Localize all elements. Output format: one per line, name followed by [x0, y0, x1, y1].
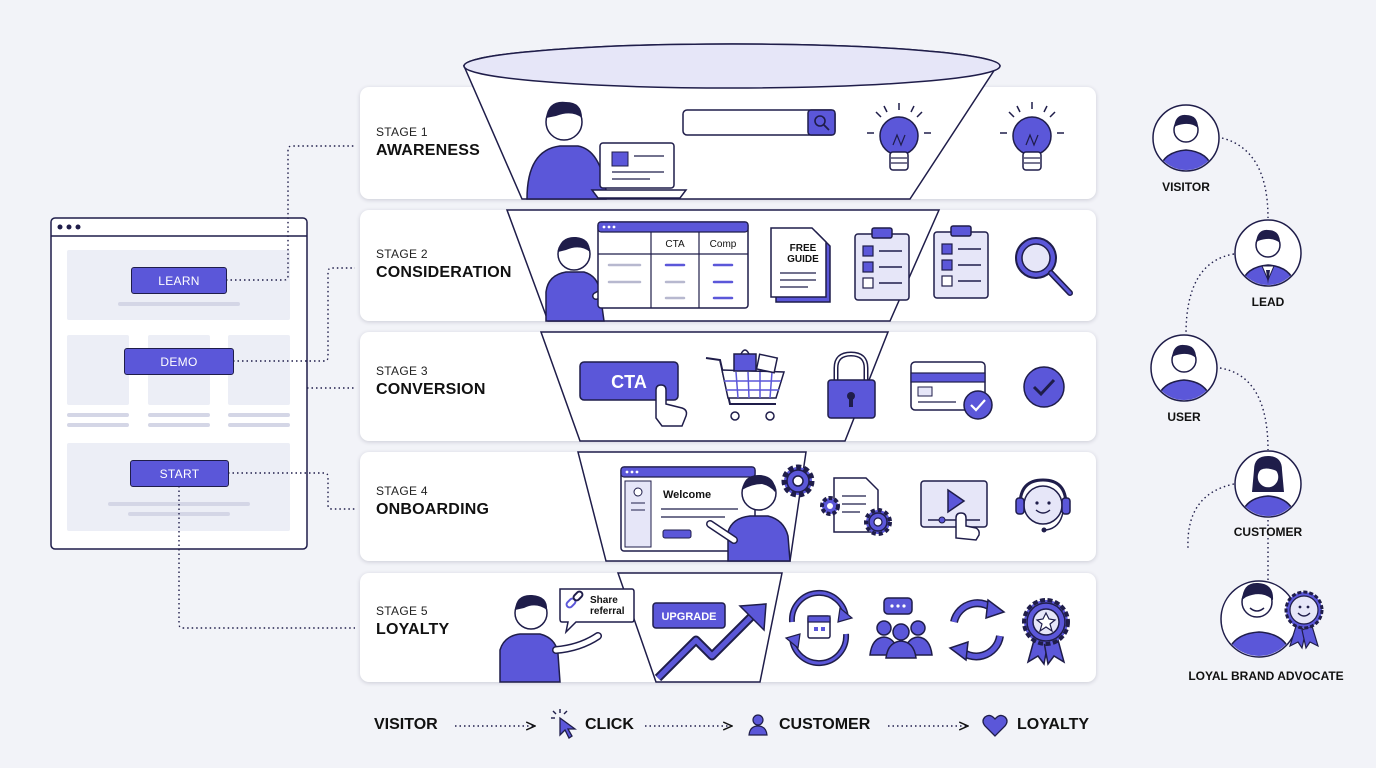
welcome-text: Welcome	[663, 489, 711, 501]
journey-step-click: CLICK	[585, 716, 634, 733]
cycle-calendar-icon	[784, 590, 854, 666]
lightbulb-icon	[1000, 102, 1064, 171]
person-laptop-illustration	[526, 101, 688, 200]
share-label-line1: Share	[590, 595, 618, 606]
avatar-visitor	[1152, 104, 1220, 172]
document-icon	[770, 227, 831, 303]
connector-lines	[178, 145, 355, 629]
comparison-table	[597, 221, 749, 309]
video-play-icon	[920, 480, 988, 541]
cta-button-illustration[interactable]	[579, 361, 679, 401]
journey-step-visitor: VISITOR	[374, 716, 438, 733]
journey-step-loyalty: LOYALTY	[1017, 716, 1090, 733]
stage-4-name: ONBOARDING	[376, 501, 490, 518]
check-circle-icon	[1023, 366, 1065, 408]
persona-label-customer: CUSTOMER	[1233, 525, 1303, 539]
upgrade-label: UPGRADE	[661, 611, 716, 623]
avatar-lead	[1234, 219, 1302, 287]
comparison-header-cta: CTA	[665, 239, 685, 250]
community-icon	[869, 597, 933, 659]
stage-1-name: AWARENESS	[376, 142, 481, 159]
share-label-line2: referral	[590, 606, 625, 617]
document-gears-icon	[820, 477, 892, 536]
stage-5-number: STAGE 5	[376, 604, 428, 618]
persona-label-visitor: VISITOR	[1162, 180, 1210, 194]
headset-support-icon	[1015, 478, 1071, 533]
stage-1-number: STAGE 1	[376, 125, 428, 139]
trend-arrow-icon	[654, 603, 767, 682]
share-referral-bubble	[559, 588, 635, 635]
comparison-header-comp: Comp	[710, 239, 737, 250]
credit-card-icon	[910, 361, 993, 420]
cta-button-label: CTA	[611, 372, 647, 392]
stage-2-number: STAGE 2	[376, 247, 428, 261]
persona-label-loyal-advocate: LOYAL BRAND ADVOCATE	[1188, 669, 1344, 683]
cursor-hand-icon	[655, 384, 688, 427]
clipboard-checklist-icon	[854, 227, 910, 301]
guide-label-line1: FREE	[790, 243, 817, 254]
stage-4-number: STAGE 4	[376, 484, 428, 498]
persona-connectors	[1185, 137, 1269, 580]
stage-2-name: CONSIDERATION	[376, 264, 512, 281]
stage-3-number: STAGE 3	[376, 364, 428, 378]
avatar-customer	[1234, 450, 1302, 518]
persona-label-lead: LEAD	[1251, 295, 1285, 309]
guide-label-line2: GUIDE	[787, 254, 819, 265]
lightbulb-icon	[867, 103, 931, 171]
learn-button[interactable]: LEARN	[131, 267, 227, 294]
refresh-icon	[948, 598, 1006, 662]
cursor-click-icon	[551, 709, 577, 739]
gear-icon	[781, 464, 815, 498]
magnifier-icon	[1015, 237, 1073, 296]
stage-3-name: CONVERSION	[376, 381, 486, 398]
shopping-cart-icon	[705, 349, 786, 421]
stage-5-name: LOYALTY	[376, 621, 450, 638]
journey-step-customer: CUSTOMER	[779, 716, 871, 733]
upgrade-badge[interactable]	[652, 602, 726, 629]
start-button[interactable]: START	[130, 460, 229, 487]
persona-label-user: USER	[1167, 410, 1201, 424]
person-sharing-illustration	[499, 594, 602, 683]
clipboard-checklist-icon	[933, 225, 989, 299]
award-badge-icon	[1022, 598, 1070, 666]
avatar-user	[1150, 334, 1218, 402]
demo-button[interactable]: DEMO	[124, 348, 234, 375]
person-onboarding-illustration	[706, 474, 791, 562]
user-icon	[748, 714, 768, 736]
avatar-loyal-advocate	[1220, 580, 1324, 658]
search-bar[interactable]	[682, 109, 836, 136]
funnel-segment-3	[539, 331, 890, 442]
link-icon	[565, 590, 584, 609]
award-badge-icon	[1284, 590, 1324, 650]
padlock-icon	[827, 351, 876, 419]
search-icon	[814, 115, 830, 131]
heart-icon	[982, 714, 1008, 737]
